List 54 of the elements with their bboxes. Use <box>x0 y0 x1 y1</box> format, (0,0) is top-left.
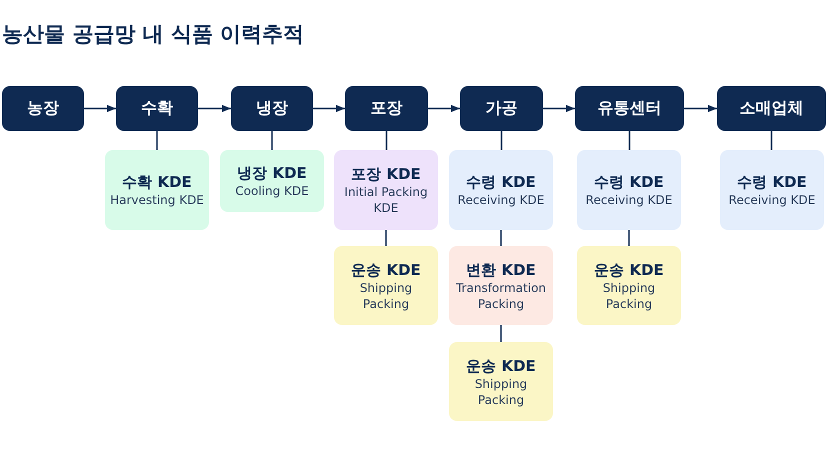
stage-box: 소매업체 <box>717 86 826 131</box>
stage-box: 유통센터 <box>575 86 684 131</box>
card-subtitle: Shipping Packing <box>474 376 528 408</box>
title: 농산물 공급망 내 식품 이력추적 <box>2 21 304 48</box>
kde-card <box>449 342 553 421</box>
connector-line <box>385 230 387 246</box>
card-heading: 수령 KDE <box>737 172 807 192</box>
arrow <box>543 104 575 112</box>
card-heading: 운송 KDE <box>351 260 421 280</box>
kde-card <box>577 150 681 230</box>
card-subtitle: Cooling KDE <box>235 183 309 199</box>
kde-card <box>105 150 209 230</box>
connector-line <box>271 131 273 150</box>
card-heading: 수령 KDE <box>594 172 664 192</box>
stage-box: 포장 <box>345 86 428 131</box>
kde-card <box>449 246 553 325</box>
kde-card <box>334 246 438 325</box>
kde-card <box>577 246 681 325</box>
card-heading: 운송 KDE <box>466 356 536 376</box>
card-subtitle: Harvesting KDE <box>110 192 204 208</box>
card-subtitle: Receiving KDE <box>458 192 544 208</box>
card-heading: 변환 KDE <box>466 260 536 280</box>
card-subtitle: Transformation Packing <box>454 280 548 312</box>
stage-box: 농장 <box>2 86 84 131</box>
connector-line <box>500 325 502 342</box>
arrow <box>313 104 345 112</box>
arrow <box>198 104 231 112</box>
stage-box: 냉장 <box>231 86 313 131</box>
card-heading: 냉장 KDE <box>237 163 307 183</box>
card-heading: 운송 KDE <box>594 260 664 280</box>
connector-line <box>628 230 630 246</box>
card-subtitle: Initial Packing KDE <box>343 184 429 216</box>
connector-line <box>386 131 388 150</box>
card-subtitle: Receiving KDE <box>728 192 816 208</box>
arrow <box>84 104 116 112</box>
connector-line <box>500 131 502 150</box>
kde-card <box>334 150 438 230</box>
connector-line <box>156 131 158 150</box>
card-heading: 수령 KDE <box>466 172 536 192</box>
stage-box: 수확 <box>116 86 198 131</box>
card-subtitle: Receiving KDE <box>586 192 672 208</box>
card-heading: 포장 KDE <box>351 164 421 184</box>
connector-line <box>628 131 630 150</box>
kde-card <box>449 150 553 230</box>
arrow <box>684 104 717 112</box>
card-subtitle: Shipping Packing <box>602 280 656 312</box>
kde-card <box>720 150 824 230</box>
arrow <box>428 104 460 112</box>
card-subtitle: Shipping Packing <box>358 280 414 312</box>
connector-line <box>770 131 772 150</box>
kde-card <box>220 150 324 212</box>
connector-line <box>500 230 502 246</box>
stage-box: 가공 <box>460 86 543 131</box>
card-heading: 수확 KDE <box>122 172 192 192</box>
